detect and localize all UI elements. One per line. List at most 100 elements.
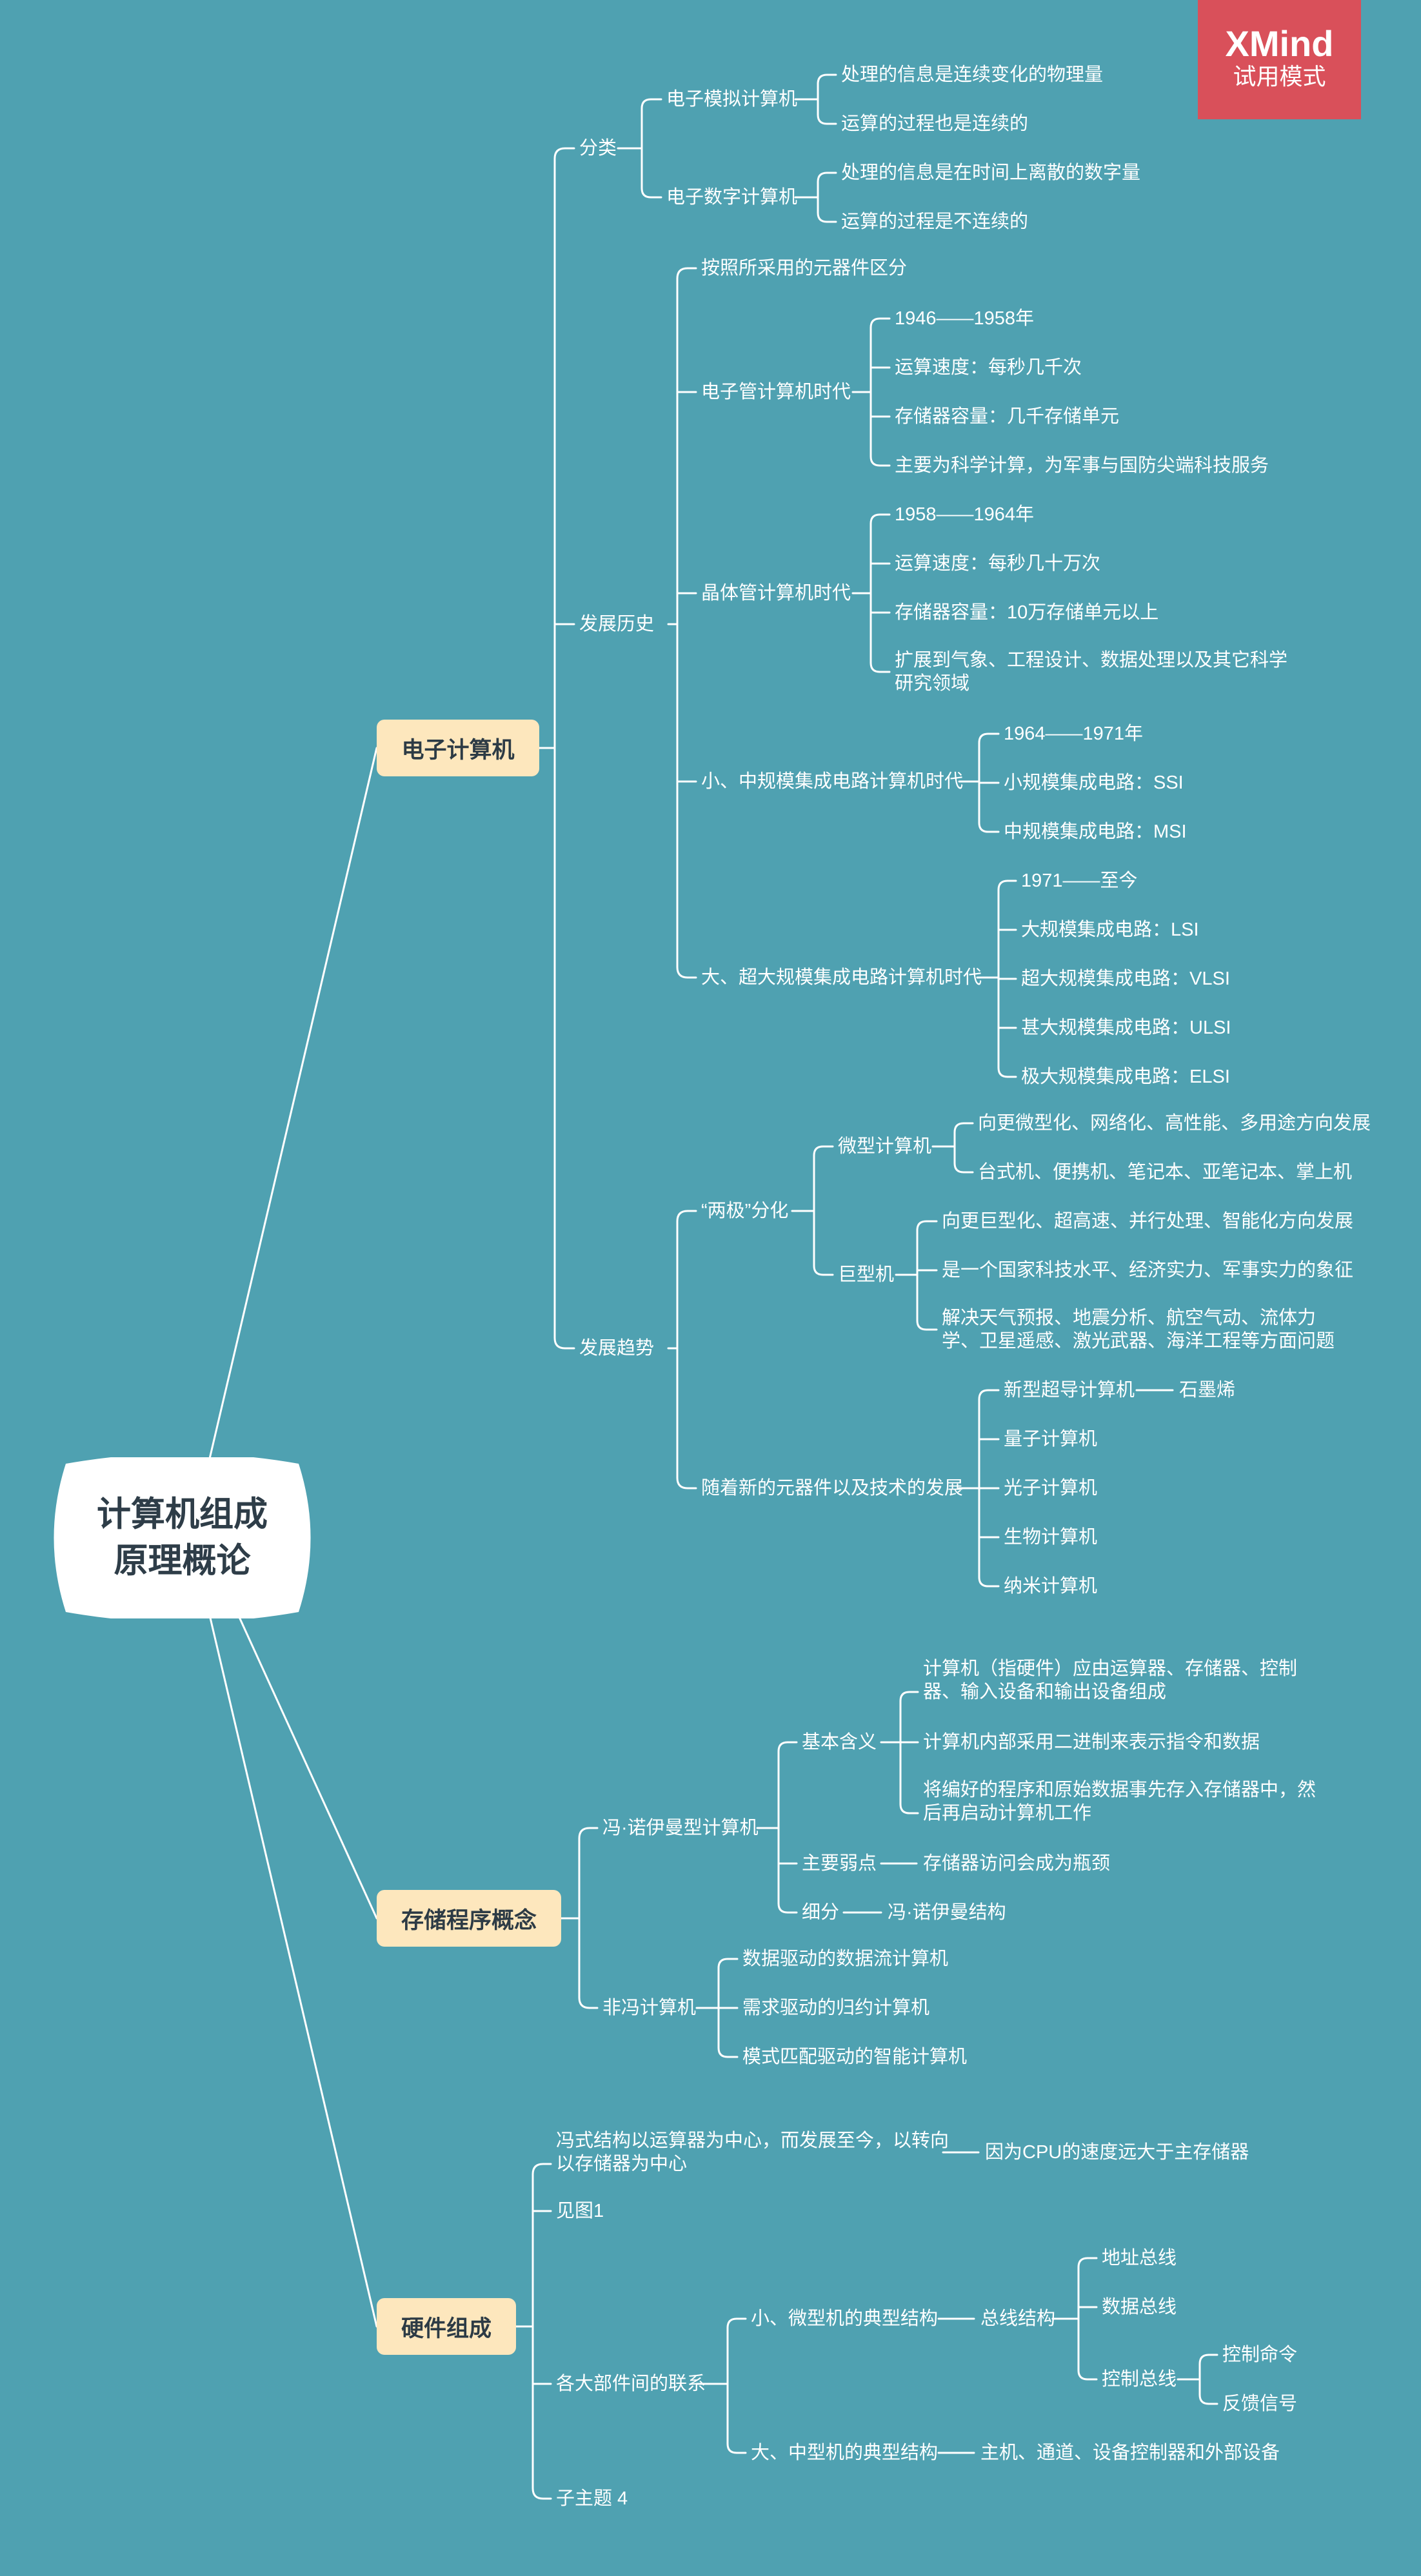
topic-basic-item-1-line-1: 计算机（指硬件）应由运算器、存储器、控制 bbox=[923, 1658, 1298, 1679]
topic-transistor-item-3[interactable]: 存储器容量：10万存储单元以上 bbox=[895, 602, 1159, 623]
topic-large-structure[interactable]: 大、中型机的典型结构 bbox=[751, 2443, 939, 2463]
topic-basic-item-1[interactable]: 计算机（指硬件）应由运算器、存储器、控制 器、输入设备和输出设备组成 bbox=[923, 1657, 1297, 1704]
topic-address-bus[interactable]: 地址总线 bbox=[1102, 2248, 1177, 2268]
topic-large-structure-value[interactable]: 主机、通道、设备控制器和外部设备 bbox=[980, 2443, 1280, 2463]
root-line-1: 计算机组成 bbox=[97, 1495, 268, 1533]
connector-bracket bbox=[1198, 2354, 1218, 2405]
xmind-trial-badge: XMind 试用模式 bbox=[1198, 0, 1361, 119]
topic-graphene[interactable]: 石墨烯 bbox=[1179, 1380, 1236, 1401]
topic-center-shift[interactable]: 冯式结构以运算器为中心，而发展至今，以转向 以存储器为中心 bbox=[556, 2129, 949, 2176]
topic-sub4[interactable]: 子主题 4 bbox=[556, 2488, 628, 2509]
topic-analog-item-1[interactable]: 处理的信息是连续变化的物理量 bbox=[841, 64, 1104, 85]
topic-center-shift-reason[interactable]: 因为CPU的速度远大于主存储器 bbox=[985, 2142, 1249, 2163]
topic-tube-item-4[interactable]: 主要为科学计算，为军事与国防尖端科技服务 bbox=[895, 455, 1269, 476]
topic-classification[interactable]: 分类 bbox=[579, 138, 617, 159]
topic-new-tech-item-4[interactable]: 生物计算机 bbox=[1004, 1527, 1098, 1548]
topic-history[interactable]: 发展历史 bbox=[579, 614, 655, 634]
topic-center-shift-line-2: 以存储器为中心 bbox=[556, 2154, 688, 2174]
topic-control-command[interactable]: 控制命令 bbox=[1222, 2345, 1298, 2365]
topic-giant-item-3[interactable]: 解决天气预报、地震分析、航空气动、流体力 学、卫星遥感、激光武器、海洋工程等方面… bbox=[942, 1306, 1335, 1353]
root-topic[interactable]: 计算机组成 原理概论 bbox=[52, 1464, 313, 1612]
topic-see-figure[interactable]: 见图1 bbox=[556, 2201, 604, 2221]
topic-lsi-item-4[interactable]: 甚大规模集成电路：ULSI bbox=[1021, 1018, 1231, 1038]
topic-ssi-item-1[interactable]: 1964——1971年 bbox=[1004, 723, 1144, 744]
topic-weakness-value[interactable]: 存储器访问会成为瓶颈 bbox=[923, 1853, 1111, 1874]
connector-bracket bbox=[869, 317, 891, 467]
connector-bracket bbox=[817, 74, 837, 125]
main-topic-stored-program[interactable]: 存储程序概念 bbox=[377, 1890, 561, 1947]
main-topic-hardware[interactable]: 硬件组成 bbox=[377, 2298, 516, 2355]
topic-history-basis[interactable]: 按照所采用的元器件区分 bbox=[701, 258, 908, 279]
topic-lsi-item-1[interactable]: 1971——至今 bbox=[1021, 870, 1138, 891]
root-topic-shape bbox=[54, 1457, 311, 1618]
topic-supercomputer[interactable]: 巨型机 bbox=[838, 1264, 895, 1285]
topic-ssi-item-2[interactable]: 小规模集成电路：SSI bbox=[1004, 772, 1184, 793]
topic-non-von[interactable]: 非冯计算机 bbox=[602, 1998, 697, 2018]
topic-lsi-item-2[interactable]: 大规模集成电路：LSI bbox=[1021, 919, 1199, 940]
topic-tube-item-1[interactable]: 1946——1958年 bbox=[895, 308, 1035, 329]
topic-basic-item-2[interactable]: 计算机内部采用二进制来表示指令和数据 bbox=[923, 1732, 1260, 1753]
topic-non-von-item-3[interactable]: 模式匹配驱动的智能计算机 bbox=[742, 2047, 968, 2067]
topic-new-tech[interactable]: 随着新的元器件以及技术的发展 bbox=[701, 1478, 964, 1499]
topic-ssi-item-3[interactable]: 中规模集成电路：MSI bbox=[1004, 821, 1187, 842]
topic-two-poles[interactable]: “两极”分化 bbox=[701, 1201, 789, 1221]
topic-new-tech-item-5[interactable]: 纳米计算机 bbox=[1004, 1576, 1098, 1597]
connector-bracket bbox=[1077, 2257, 1098, 2381]
topic-subdivision-value[interactable]: 冯·诺伊曼结构 bbox=[888, 1902, 1006, 1923]
connector-bracket bbox=[532, 2163, 552, 2500]
topic-data-bus[interactable]: 数据总线 bbox=[1102, 2297, 1177, 2317]
topic-basic-item-3-line-2: 后再启动计算机工作 bbox=[923, 1803, 1092, 1824]
connector-root-hardware bbox=[208, 1614, 378, 2328]
topic-tube-item-3[interactable]: 存储器容量：几千存储单元 bbox=[895, 406, 1120, 427]
connector-bracket bbox=[916, 1220, 938, 1331]
topic-small-structure[interactable]: 小、微型机的典型结构 bbox=[751, 2308, 939, 2329]
topic-transistor-era[interactable]: 晶体管计算机时代 bbox=[701, 583, 851, 604]
topic-relations[interactable]: 各大部件间的联系 bbox=[556, 2374, 706, 2394]
topic-non-von-item-2[interactable]: 需求驱动的归约计算机 bbox=[742, 1998, 930, 2018]
topic-microcomputer[interactable]: 微型计算机 bbox=[838, 1136, 932, 1157]
topic-feedback-signal[interactable]: 反馈信号 bbox=[1222, 2394, 1298, 2414]
topic-bus-structure[interactable]: 总线结构 bbox=[980, 2308, 1056, 2329]
topic-micro-item-1[interactable]: 向更微型化、网络化、高性能、多用途方向发展 bbox=[978, 1113, 1371, 1134]
topic-transistor-item-2[interactable]: 运算速度：每秒几十万次 bbox=[895, 553, 1101, 574]
topic-digital-item-1[interactable]: 处理的信息是在时间上离散的数字量 bbox=[841, 162, 1141, 183]
topic-new-tech-item-2[interactable]: 量子计算机 bbox=[1004, 1429, 1098, 1450]
topic-new-tech-item-3[interactable]: 光子计算机 bbox=[1004, 1478, 1098, 1499]
topic-subdivision[interactable]: 细分 bbox=[802, 1902, 840, 1923]
topic-transistor-item-4[interactable]: 扩展到气象、工程设计、数据处理以及其它科学 研究领域 bbox=[895, 649, 1287, 695]
topic-ssi-msi-era[interactable]: 小、中规模集成电路计算机时代 bbox=[701, 771, 964, 792]
topic-von-neumann[interactable]: 冯·诺伊曼型计算机 bbox=[602, 1818, 759, 1838]
topic-lsi-era[interactable]: 大、超大规模集成电路计算机时代 bbox=[701, 967, 982, 988]
topic-transistor-item-1[interactable]: 1958——1964年 bbox=[895, 504, 1035, 525]
topic-giant-item-3-line-1: 解决天气预报、地震分析、航空气动、流体力 bbox=[942, 1308, 1317, 1328]
connector-bracket bbox=[869, 513, 891, 673]
topic-basic-item-3[interactable]: 将编好的程序和原始数据事先存入存储器中，然 后再启动计算机工作 bbox=[923, 1778, 1316, 1825]
topic-weakness[interactable]: 主要弱点 bbox=[802, 1853, 877, 1874]
topic-control-bus[interactable]: 控制总线 bbox=[1102, 2369, 1177, 2390]
topic-giant-item-2[interactable]: 是一个国家科技水平、经济实力、军事实力的象征 bbox=[942, 1260, 1354, 1281]
main-topic-electronic-computer[interactable]: 电子计算机 bbox=[377, 720, 539, 776]
connector-root-electronic bbox=[208, 747, 378, 1460]
topic-micro-item-2[interactable]: 台式机、便携机、笔记本、亚笔记本、掌上机 bbox=[978, 1162, 1353, 1183]
topic-non-von-item-1[interactable]: 数据驱动的数据流计算机 bbox=[742, 1949, 949, 1969]
connector-bracket bbox=[777, 1741, 798, 1914]
badge-mode: 试用模式 bbox=[1233, 63, 1326, 90]
topic-analog-computer[interactable]: 电子模拟计算机 bbox=[666, 89, 798, 110]
topic-giant-item-1[interactable]: 向更巨型化、超高速、并行处理、智能化方向发展 bbox=[942, 1211, 1354, 1232]
topic-digital-item-2[interactable]: 运算的过程是不连续的 bbox=[841, 211, 1029, 232]
topic-basic-meaning[interactable]: 基本含义 bbox=[802, 1732, 877, 1753]
topic-new-tech-item-1[interactable]: 新型超导计算机 bbox=[1004, 1380, 1135, 1401]
topic-tube-era[interactable]: 电子管计算机时代 bbox=[701, 382, 851, 402]
connector-bracket bbox=[899, 1691, 919, 1814]
topic-basic-item-3-line-1: 将编好的程序和原始数据事先存入存储器中，然 bbox=[923, 1780, 1317, 1800]
topic-lsi-item-3[interactable]: 超大规模集成电路：VLSI bbox=[1021, 968, 1230, 989]
topic-analog-item-2[interactable]: 运算的过程也是连续的 bbox=[841, 113, 1029, 134]
connector-bracket bbox=[817, 172, 837, 223]
topic-trend[interactable]: 发展趋势 bbox=[579, 1338, 655, 1359]
topic-lsi-item-5[interactable]: 极大规模集成电路：ELSI bbox=[1021, 1067, 1230, 1087]
topic-digital-computer[interactable]: 电子数字计算机 bbox=[666, 187, 798, 208]
connector-bracket bbox=[553, 147, 575, 1350]
topic-tube-item-2[interactable]: 运算速度：每秒几千次 bbox=[895, 357, 1082, 378]
root-line-2: 原理概论 bbox=[114, 1542, 251, 1580]
